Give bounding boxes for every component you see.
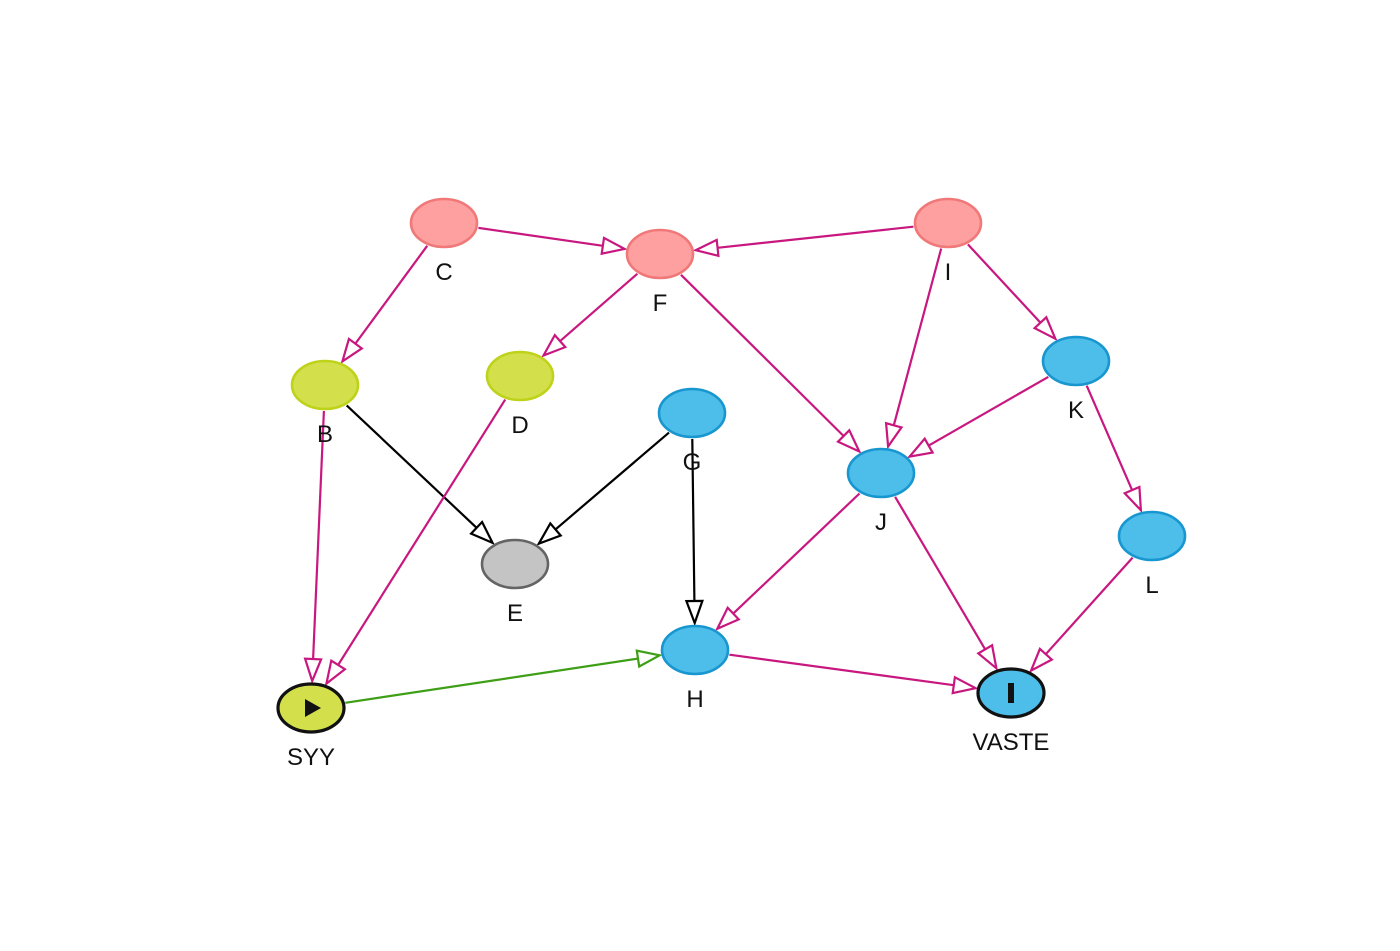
arrowhead: [1028, 647, 1054, 673]
node-label: G: [683, 449, 702, 476]
arrowhead: [684, 599, 704, 627]
edge-i-to-f: [692, 225, 914, 258]
node-g[interactable]: G: [657, 387, 727, 476]
arrowhead: [836, 428, 862, 454]
node-i[interactable]: I: [913, 197, 983, 286]
node-shape[interactable]: [913, 197, 983, 249]
node-shape[interactable]: [290, 359, 360, 411]
edge-c-to-b: [340, 245, 429, 364]
edge-line: [559, 272, 639, 342]
edge-g-to-e: [536, 431, 670, 546]
edge-j-to-h: [714, 492, 861, 632]
edge-line: [967, 243, 1042, 324]
edge-h-to-vaste: [729, 653, 979, 695]
edge-i-to-j: [884, 248, 943, 450]
node-label: C: [435, 259, 452, 286]
arrowhead: [303, 657, 323, 685]
edges-layer: [303, 225, 1143, 704]
node-d[interactable]: D: [485, 350, 555, 439]
edge-k-to-j: [906, 375, 1049, 459]
node-h[interactable]: H: [660, 624, 730, 713]
edge-g-to-h: [684, 438, 704, 627]
edge-l-to-vaste: [1028, 556, 1134, 673]
edge-line: [478, 226, 604, 247]
arrowhead: [536, 521, 563, 546]
arrowhead: [906, 436, 935, 459]
arrowhead: [714, 605, 741, 632]
edge-line: [312, 410, 325, 660]
node-shape[interactable]: [480, 538, 550, 590]
edge-line: [717, 225, 914, 249]
arrowhead: [976, 643, 999, 672]
edge-line: [729, 653, 954, 687]
arrowhead: [692, 238, 720, 258]
arrowhead: [1032, 315, 1058, 342]
node-shape[interactable]: [485, 350, 555, 402]
node-label: F: [653, 290, 668, 317]
edge-line: [345, 404, 478, 529]
node-label: VASTE: [973, 729, 1050, 756]
edge-syy-to-h: [345, 649, 663, 704]
node-vaste[interactable]: VASTE: [973, 667, 1050, 756]
edge-f-to-d: [541, 272, 639, 358]
node-k[interactable]: K: [1041, 335, 1111, 424]
arrowhead: [600, 236, 628, 256]
arrowhead: [541, 333, 568, 358]
node-c[interactable]: C: [409, 197, 479, 286]
node-f[interactable]: F: [625, 228, 695, 317]
arrowhead: [951, 675, 979, 695]
node-label: J: [875, 509, 887, 536]
edge-i-to-k: [967, 243, 1058, 342]
edge-line: [354, 245, 429, 345]
node-shape[interactable]: [657, 387, 727, 439]
edge-line: [1085, 385, 1134, 491]
edge-j-to-vaste: [894, 496, 999, 672]
node-label: B: [317, 421, 333, 448]
node-syy[interactable]: SYY: [276, 682, 346, 771]
node-shape[interactable]: [1041, 335, 1111, 387]
node-label: E: [507, 600, 523, 627]
edge-line: [554, 431, 670, 531]
node-label: L: [1145, 572, 1158, 599]
edge-b-to-syy: [303, 410, 325, 685]
node-j[interactable]: J: [846, 447, 916, 536]
stop-bar-icon: [1008, 683, 1014, 703]
arrowhead: [884, 421, 904, 450]
node-shape[interactable]: [1117, 510, 1187, 562]
node-label: H: [686, 686, 703, 713]
edge-c-to-f: [478, 226, 628, 256]
node-shape[interactable]: [409, 197, 479, 249]
node-l[interactable]: L: [1117, 510, 1187, 599]
arrowhead: [469, 520, 495, 546]
node-label: SYY: [287, 744, 335, 771]
play-icon: [305, 699, 321, 717]
arrowhead: [324, 658, 347, 687]
node-b[interactable]: B: [290, 359, 360, 448]
arrowhead: [1122, 485, 1143, 514]
nodes-layer: C F I B D G K J L E H SYY VASTE: [276, 197, 1187, 771]
edge-k-to-l: [1085, 385, 1143, 514]
edge-line: [732, 492, 861, 615]
edge-d-to-syy: [324, 399, 507, 687]
node-label: I: [945, 259, 952, 286]
arrowhead: [340, 337, 364, 364]
node-label: K: [1068, 397, 1084, 424]
edge-line: [1044, 556, 1134, 655]
node-label: D: [511, 412, 528, 439]
edge-line: [337, 399, 507, 666]
edge-line: [894, 496, 987, 650]
edge-f-to-j: [680, 274, 862, 454]
arrowhead: [635, 649, 663, 669]
edge-line: [680, 274, 845, 437]
edge-line: [691, 438, 696, 602]
node-e[interactable]: E: [480, 538, 550, 627]
edge-b-to-e: [345, 404, 495, 546]
edge-line: [345, 657, 639, 704]
edge-line: [892, 248, 943, 426]
node-shape[interactable]: [625, 228, 695, 280]
edge-line: [928, 375, 1049, 447]
node-shape[interactable]: [660, 624, 730, 676]
node-shape[interactable]: [846, 447, 916, 499]
